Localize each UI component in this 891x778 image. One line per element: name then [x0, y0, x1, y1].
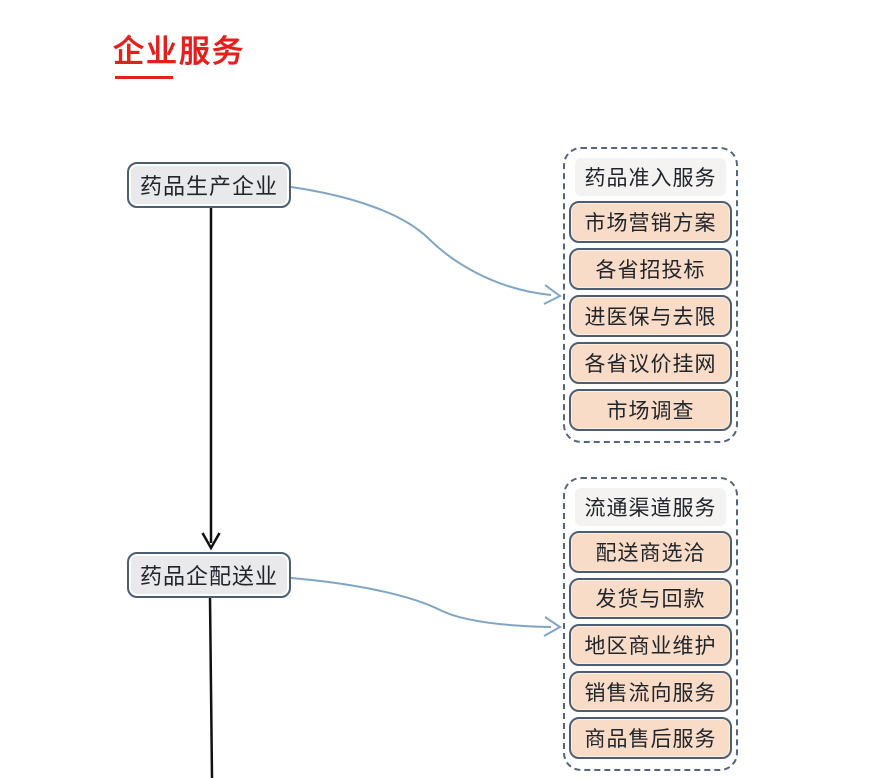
service-item-market-research: 市场调查: [569, 389, 732, 431]
service-item-shipping-payment: 发货与回款: [569, 577, 732, 620]
group-header-distribution-channel: 流通渠道服务: [575, 488, 726, 526]
service-item-medical-insurance: 进医保与去限: [569, 295, 732, 337]
group-market-access-services: 药品准入服务 市场营销方案 各省招投标 进医保与去限 各省议价挂网 市场调查: [563, 147, 738, 443]
service-item-marketing-plan: 市场营销方案: [569, 201, 732, 243]
service-item-price-negotiation: 各省议价挂网: [569, 342, 732, 384]
node-pharma-distributor: 药品企配送业: [127, 552, 291, 598]
connector-manufacturer-to-access-group: [290, 186, 562, 305]
service-item-provincial-bidding: 各省招投标: [569, 248, 732, 290]
service-item-distributor-selection: 配送商选洽: [569, 531, 732, 573]
group-header-market-access: 药品准入服务: [575, 158, 726, 196]
page-title: 企业服务: [113, 34, 245, 69]
service-item-after-sales: 商品售后服务: [569, 717, 732, 759]
service-item-sales-flow: 销售流向服务: [569, 670, 732, 713]
service-item-regional-maintenance: 地区商业维护: [569, 624, 732, 666]
node-pharma-manufacturer: 药品生产企业: [127, 162, 291, 208]
group-distribution-channel-services: 流通渠道服务 配送商选洽 发货与回款 地区商业维护 销售流向服务 商品售后服务: [563, 477, 738, 771]
connector-distributor-down: [208, 597, 214, 778]
connector-distributor-to-channel-group: [290, 577, 562, 637]
connector-manufacturer-to-distributor: [201, 208, 221, 551]
title-underline: [115, 76, 173, 79]
